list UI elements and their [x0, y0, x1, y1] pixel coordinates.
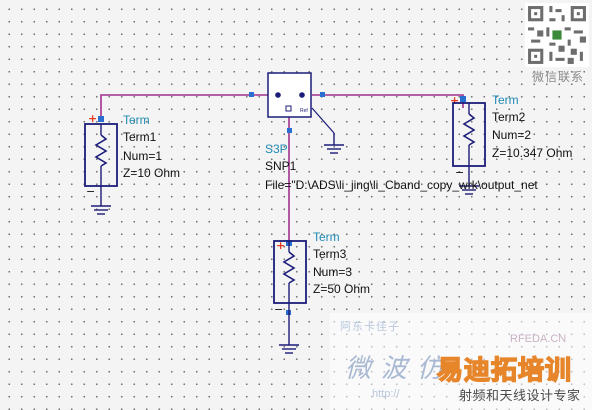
s3p-right-connection-marker	[320, 92, 325, 97]
watermark-brush-text: 微波仿	[345, 354, 454, 384]
term2-minus-icon: −	[455, 166, 464, 179]
term3-component[interactable]: + −	[273, 239, 307, 354]
term2-name-label: Term2	[492, 110, 526, 124]
ground-s3p-icon	[324, 133, 344, 154]
watermark-url: http://	[372, 388, 400, 400]
term3-num-label: Num=3	[313, 265, 352, 279]
s3p-name-label: SNP1	[265, 159, 297, 173]
term2-type-label: Term	[492, 93, 519, 107]
term2-component[interactable]: + −	[450, 94, 486, 195]
ground-term2-icon	[459, 185, 479, 195]
qr-code-icon	[525, 3, 589, 67]
term1-minus-icon: −	[86, 185, 95, 198]
term2-num-label: Num=2	[492, 128, 531, 142]
qr-caption: 微信联系	[531, 70, 584, 84]
term3-minus-icon: −	[274, 303, 283, 316]
watermark-panel	[330, 313, 592, 410]
term1-plus-icon: +	[88, 112, 97, 125]
term3-name-label: Term3	[313, 247, 347, 261]
s3p-port3-pin[interactable]	[285, 105, 292, 112]
wire-s3p-ref-to-ground[interactable]	[311, 107, 335, 134]
term3-body[interactable]	[273, 240, 307, 304]
term3-plus-icon: +	[276, 239, 285, 252]
term3-z-label: Z=50 Ohm	[313, 282, 370, 296]
term2-resistor-icon	[462, 113, 476, 146]
s3p-type-label: S3P	[265, 142, 288, 156]
watermark-rfeda: RFEDA.CN	[510, 333, 567, 345]
term1-component[interactable]: + −	[84, 112, 118, 215]
s3p-ref-label: Ref	[300, 108, 308, 114]
wire-s3p-to-term2[interactable]	[312, 94, 464, 108]
term2-z-label: Z=10.347 Ohm	[492, 146, 572, 160]
term3-resistor-icon	[282, 251, 296, 284]
s3p-port1-pin[interactable]	[275, 92, 281, 98]
term3-type-label: Term	[313, 230, 340, 244]
term1-num-label: Num=1	[123, 149, 162, 163]
term2-pin-marker	[460, 96, 466, 102]
watermark-top-text: 阿东卡佳子	[340, 320, 400, 333]
watermark-tagline: 射频和天线设计专家	[459, 389, 581, 404]
ground-term1-icon	[91, 205, 111, 215]
wire-term1-to-s3p[interactable]	[100, 94, 268, 119]
s3p-bottom-connection-marker	[287, 128, 292, 133]
s3p-component[interactable]: Ref	[249, 72, 325, 133]
term1-resistor-icon	[94, 134, 108, 167]
term1-pin-marker	[98, 116, 104, 122]
s3p-file-label: File="D:\ADS\li_jing\li_Cband_copy_wrk\o…	[265, 178, 538, 192]
s3p-left-connection-marker	[249, 92, 254, 97]
ground-term3-icon	[279, 344, 299, 354]
watermark-brand: 易迪拓培训	[436, 355, 573, 387]
term2-plus-icon: +	[450, 94, 459, 107]
s3p-port2-pin[interactable]	[299, 92, 305, 98]
term1-z-label: Z=10 Ohm	[123, 166, 180, 180]
term1-name-label: Term1	[123, 130, 157, 144]
term1-type-label: Term	[123, 113, 150, 127]
